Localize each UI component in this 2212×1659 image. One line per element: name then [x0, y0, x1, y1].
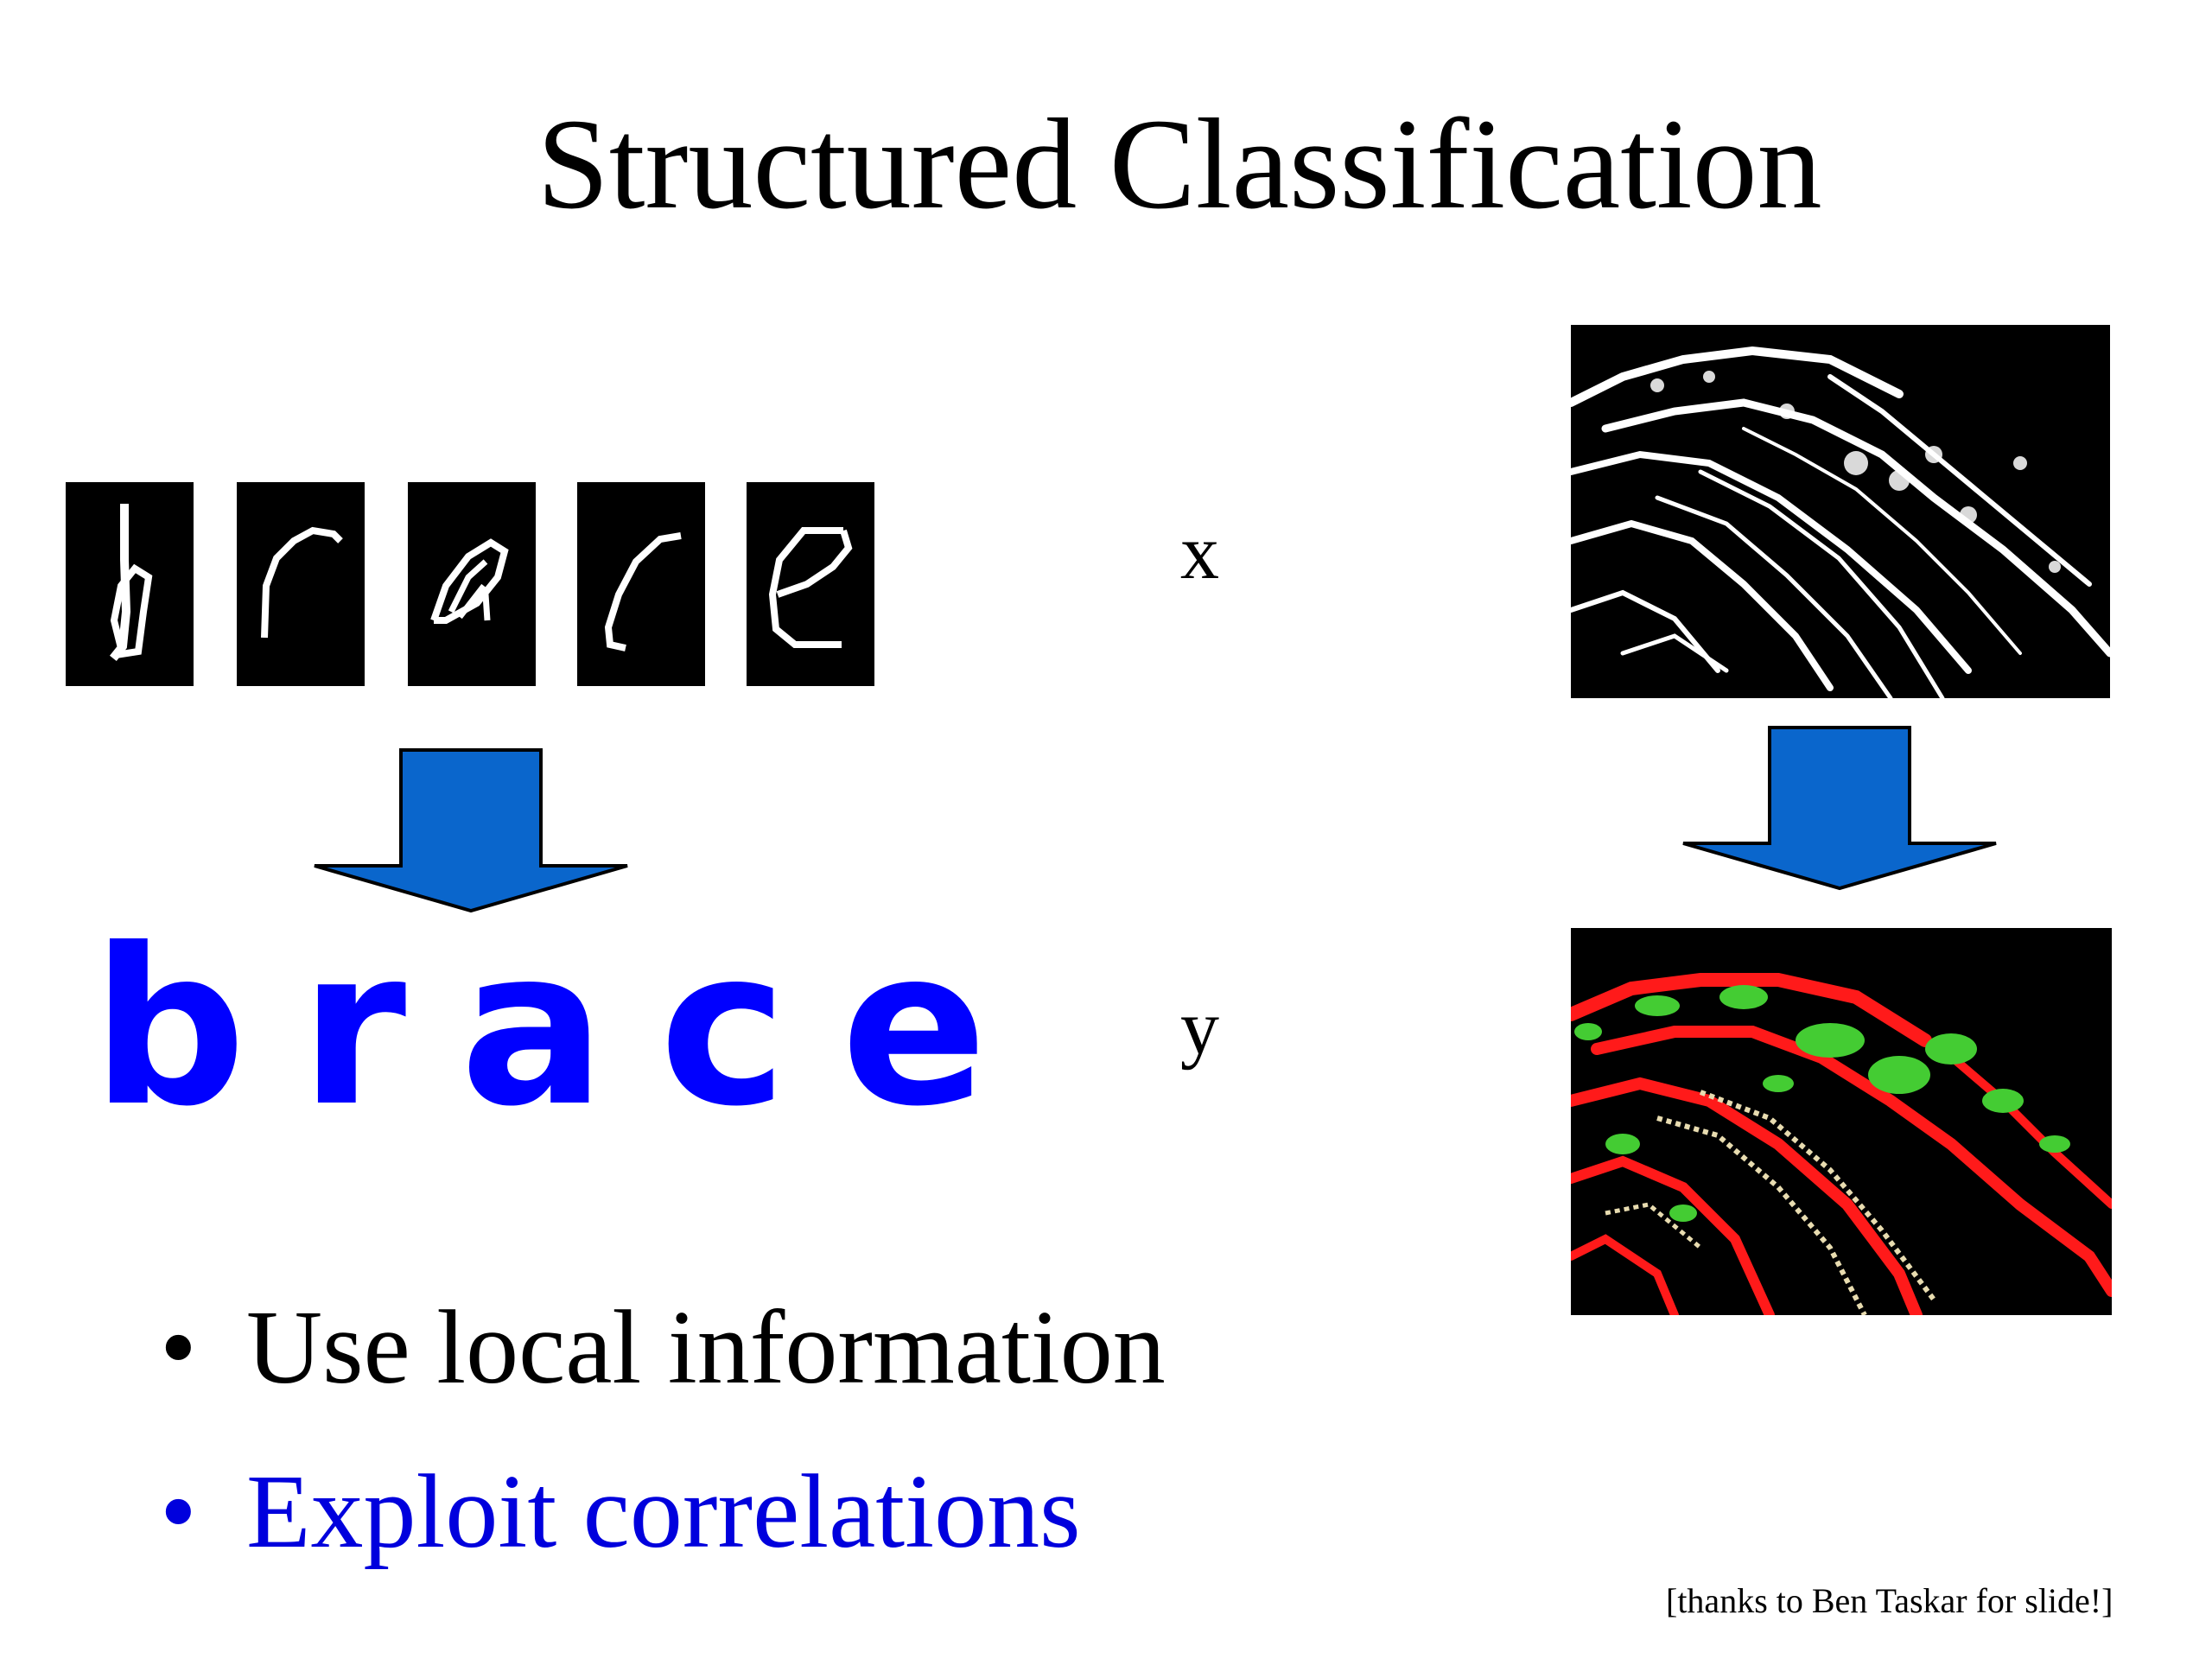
- handwritten-r-image: [237, 482, 365, 686]
- slide-credit: [thanks to Ben Taskar for slide!]: [1666, 1581, 2113, 1620]
- predicted-word: brace: [92, 902, 1041, 1154]
- handwritten-c-image: [577, 482, 705, 686]
- down-arrow-icon: [1681, 726, 1998, 891]
- input-label-x: x: [1180, 510, 1219, 595]
- slide-title: Structured Classification: [537, 92, 1822, 236]
- bullet-exploit-correlations: • Exploit correlations: [160, 1452, 1081, 1573]
- bullet-use-local-information: • Use local information: [160, 1287, 1166, 1408]
- output-label-y: y: [1180, 985, 1219, 1071]
- bullet-text: Exploit correlations: [246, 1453, 1081, 1570]
- bullet-marker: •: [160, 1289, 197, 1406]
- point-cloud-input-image: [1571, 325, 2110, 698]
- bullet-text: Use local information: [246, 1289, 1166, 1406]
- handwritten-b-image: [66, 482, 194, 686]
- down-arrow-icon: [313, 748, 629, 913]
- handwritten-e-image: [747, 482, 874, 686]
- handwritten-a-image: [408, 482, 536, 686]
- classified-point-cloud-image: [1571, 928, 2112, 1315]
- bullet-marker: •: [160, 1453, 197, 1570]
